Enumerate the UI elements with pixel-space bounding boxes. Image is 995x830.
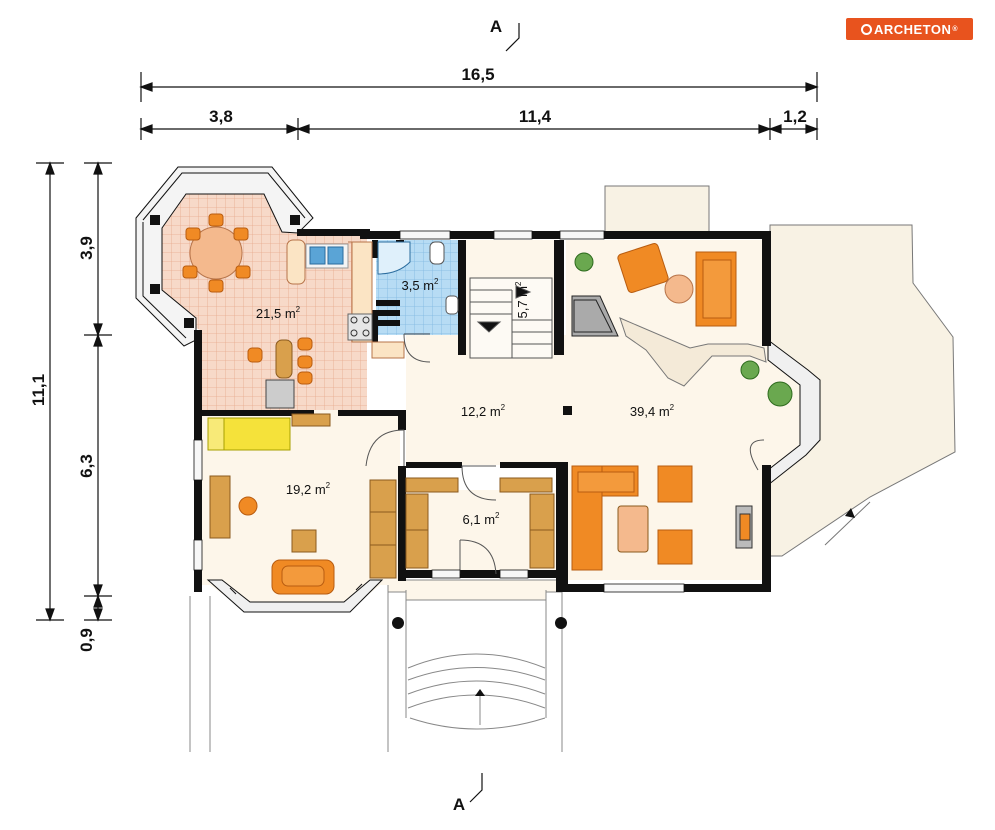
door-swings: [365, 333, 765, 575]
entrance-porch: [387, 579, 567, 752]
bathroom-fixtures: [376, 241, 459, 326]
dim-segment-middle: 11,4: [519, 107, 552, 126]
living-room-furniture: [571, 243, 793, 407]
windows: [193, 230, 685, 593]
room-area-value: 6,1: [463, 512, 485, 527]
dining-table-round: [182, 213, 251, 293]
bedroom-furniture: [207, 413, 397, 595]
lounge-sofa-set: [571, 465, 753, 571]
room-area-unit: m: [285, 306, 296, 321]
room-area-living: 39,4 m2: [630, 403, 675, 419]
section-mark-top: A: [490, 17, 520, 52]
room-area-value: 21,5: [256, 306, 285, 321]
room-area-vestibule: 6,1 m2: [463, 511, 501, 527]
dim-total-depth: 11,1: [29, 374, 48, 406]
terrace-west-posts: [189, 596, 211, 752]
kitchen-counter: [265, 239, 405, 409]
room-area-unit: m: [490, 404, 501, 419]
room-area-stairs: 5,7 m2: [514, 281, 530, 319]
room-area-unit-exponent: 2: [514, 281, 523, 286]
room-area-value: 12,2: [461, 404, 490, 419]
logo-text: ARCHETON: [873, 21, 952, 37]
room-area-value: 3,5: [402, 278, 424, 293]
plant-icon: [574, 252, 793, 407]
room-area-unit-exponent: 2: [670, 403, 675, 412]
archeton-logo: ARCHETON ®: [846, 18, 973, 40]
balcony-north: [604, 185, 710, 233]
room-area-bedroom: 19,2 m2: [286, 481, 331, 497]
room-area-value: 39,4: [630, 404, 659, 419]
staircase: [469, 277, 553, 359]
section-label-top: A: [490, 17, 502, 36]
dim-segment-right: 1,2: [783, 107, 807, 126]
dim-segment-left: 3,8: [209, 107, 233, 126]
room-area-unit: m: [484, 512, 495, 527]
bay-window-octagon: [135, 166, 314, 347]
breakfast-table: [247, 337, 313, 385]
dim-total-width: 16,5: [461, 65, 494, 84]
room-area-unit: m: [515, 286, 530, 297]
dim-depth-top: 3,9: [77, 236, 96, 260]
dim-depth-middle: 6,3: [77, 454, 96, 478]
floors: [150, 185, 810, 610]
room-area-value: 19,2: [286, 482, 315, 497]
room-area-unit-exponent: 2: [296, 305, 301, 314]
room-area-unit: m: [423, 278, 434, 293]
room-area-unit-exponent: 2: [501, 403, 506, 412]
terrace-east: [769, 224, 956, 557]
bay-window-bedroom: [206, 579, 384, 613]
section-label-bottom: A: [453, 795, 465, 814]
room-area-unit-exponent: 2: [434, 277, 439, 286]
room-area-bathroom: 3,5 m2: [402, 277, 440, 293]
dim-depth-bottom: 0,9: [77, 628, 96, 652]
room-area-hall: 12,2 m2: [461, 403, 506, 419]
room-area-unit-exponent: 2: [495, 511, 500, 520]
room-area-unit: m: [315, 482, 326, 497]
vestibule-wardrobes: [405, 477, 555, 569]
room-area-unit: m: [659, 404, 670, 419]
dimension-lines: [36, 72, 819, 622]
section-mark-bottom: A: [453, 773, 483, 814]
room-area-unit-exponent: 2: [326, 481, 331, 490]
room-area-value: 5,7: [515, 297, 530, 319]
logo-ring-icon: [860, 23, 872, 35]
logo-registered-mark: ®: [952, 25, 959, 33]
room-area-kitchen: 21,5 m2: [256, 305, 301, 321]
